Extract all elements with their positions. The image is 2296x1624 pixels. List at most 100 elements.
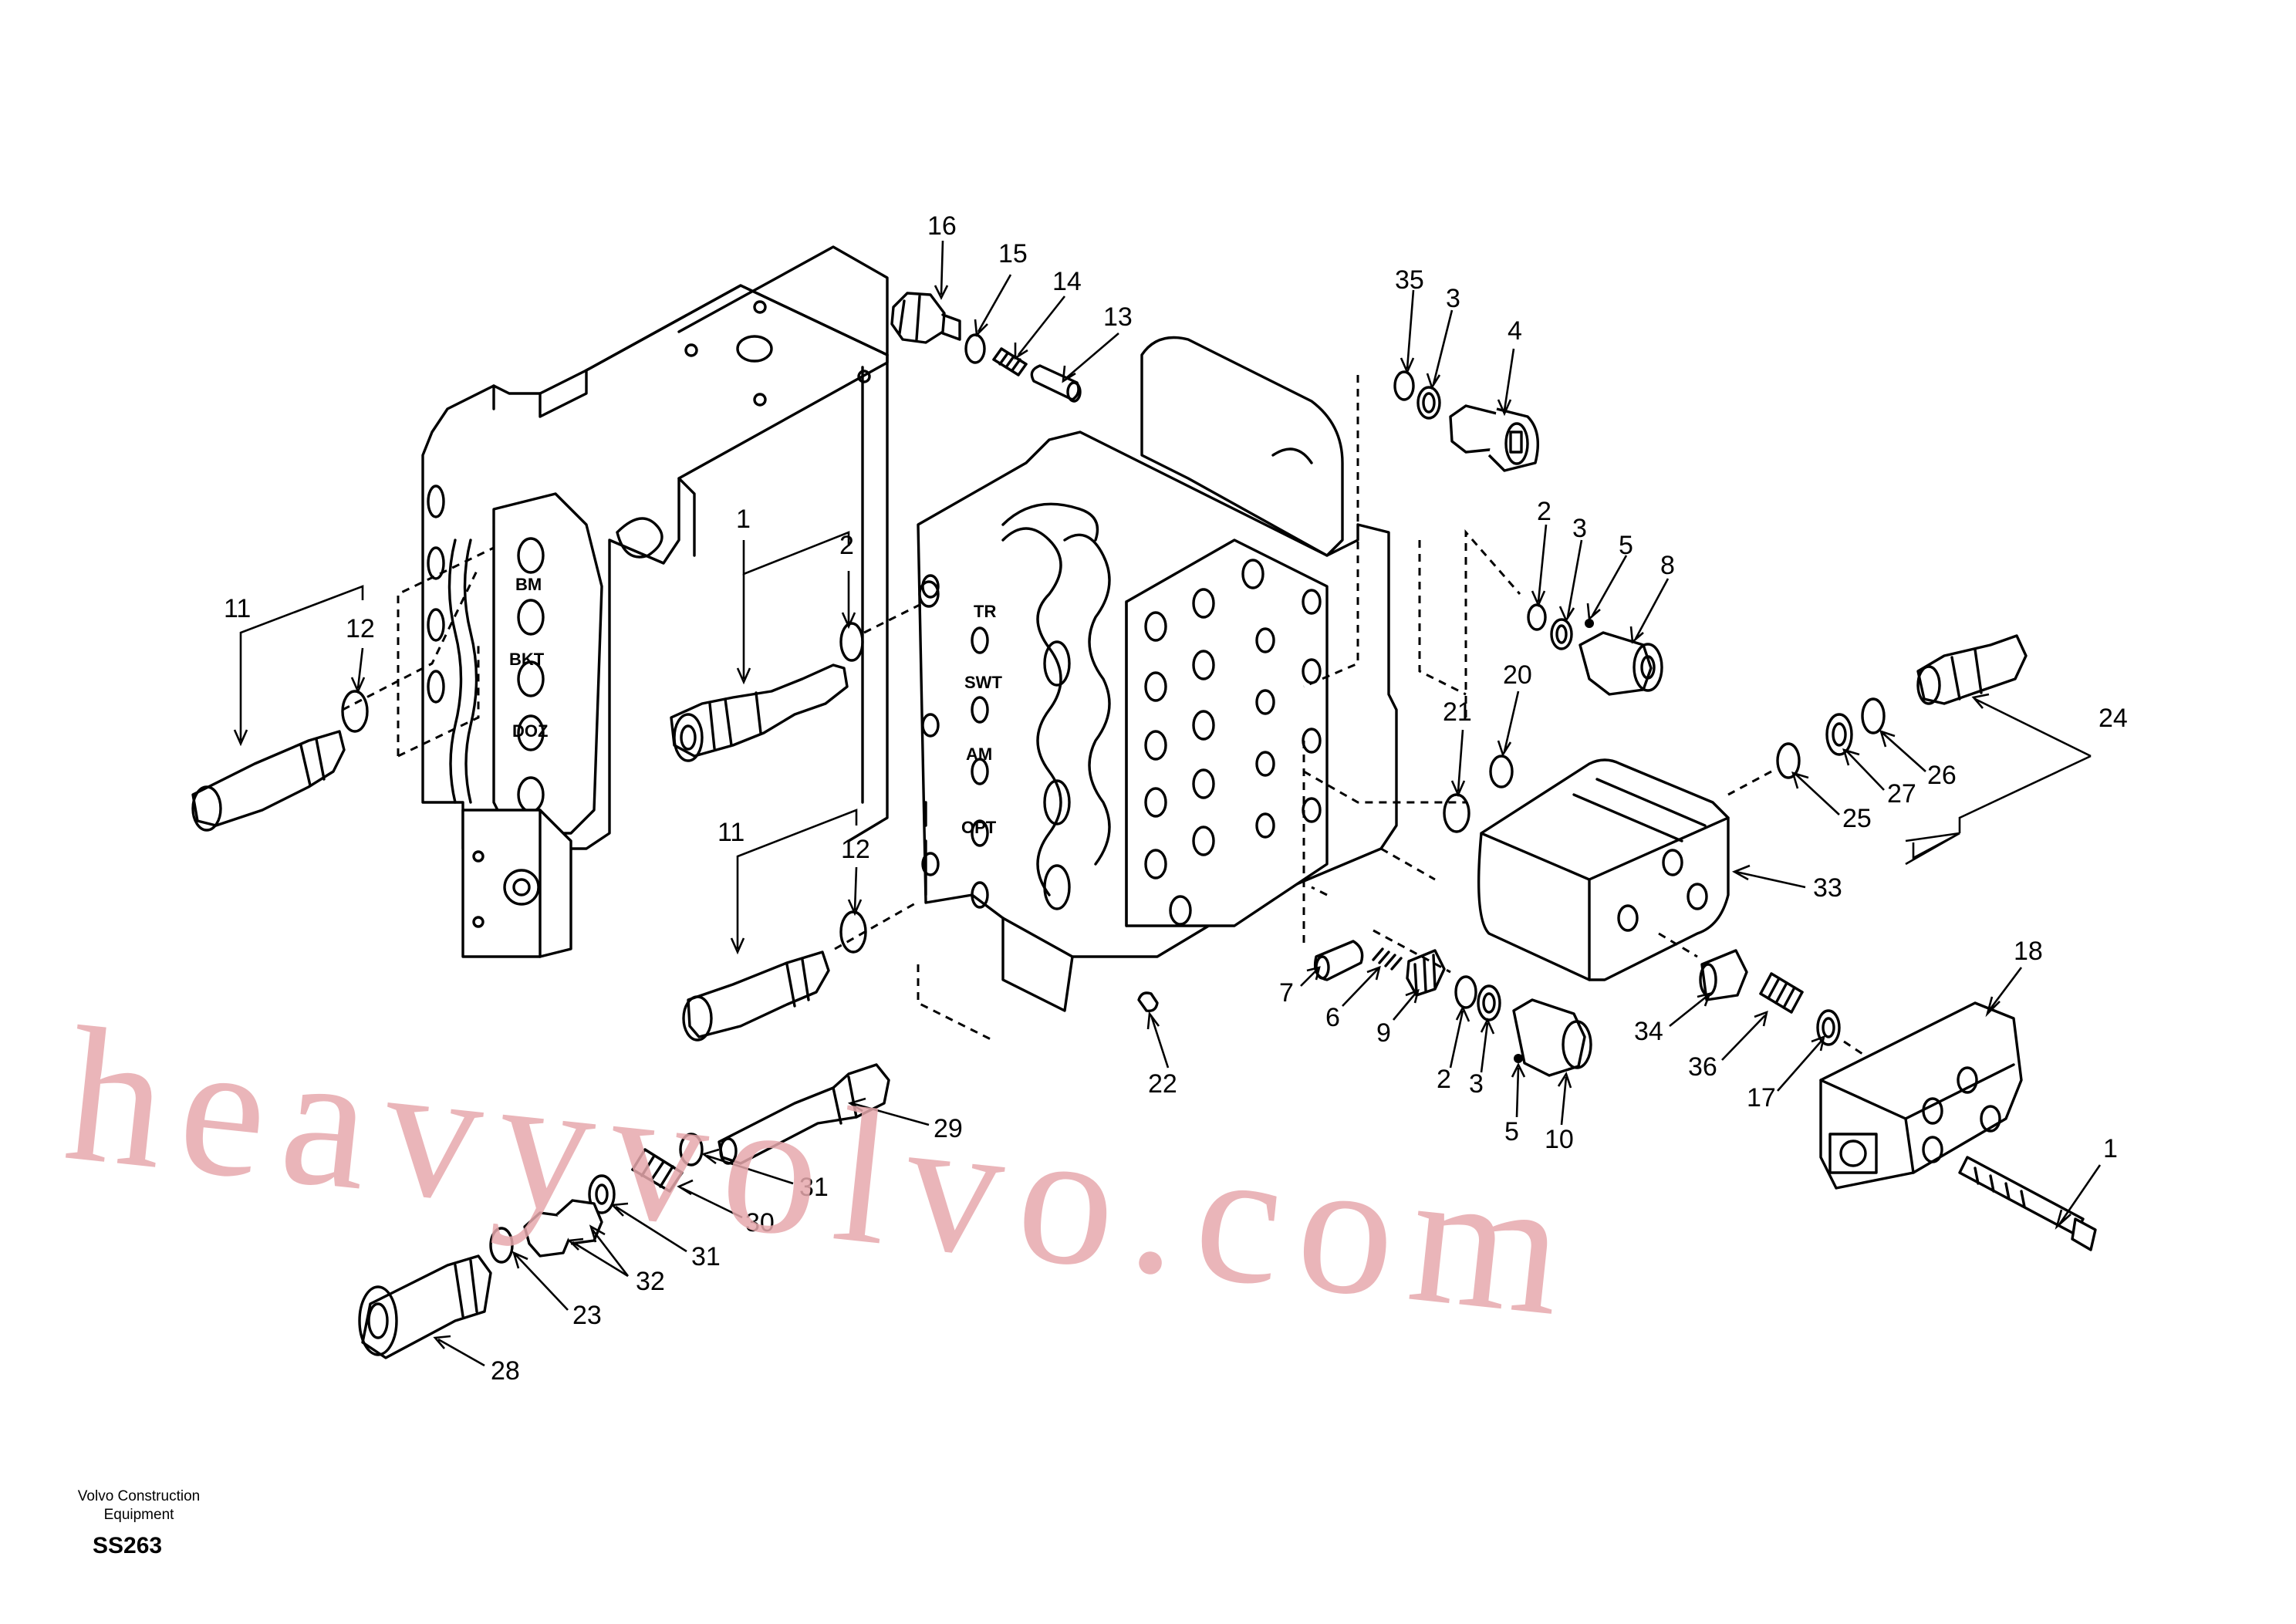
callout-11-center: 11: [718, 818, 745, 847]
central-valve-body: TR SWT AM OPT: [917, 336, 1398, 1012]
part-23-o-ring: [489, 1227, 514, 1264]
part-31-seat-lower: [588, 1174, 616, 1214]
part-9-spring: [1406, 949, 1446, 997]
callout-20: 20: [1503, 660, 1532, 690]
part-6-spring: [1372, 947, 1403, 971]
callout-27: 27: [1887, 779, 1916, 809]
part-26-o-ring: [1861, 697, 1886, 734]
callout-25: 25: [1842, 804, 1872, 833]
callout-17: 17: [1747, 1083, 1776, 1112]
callout-34: 34: [1634, 1017, 1663, 1046]
part-12-o-ring-center: [839, 910, 867, 954]
callout-28: 28: [491, 1356, 520, 1386]
callout-30: 30: [745, 1208, 775, 1237]
leader-lines: [233, 240, 2102, 1367]
part-14-spring: [992, 347, 1028, 376]
part-2-o-ring-top: [1527, 603, 1547, 631]
callout-32: 32: [636, 1267, 665, 1296]
end-block-33: [1477, 758, 1730, 981]
part-11-plug-left: [191, 730, 346, 832]
callout-9: 9: [1376, 1018, 1391, 1048]
part-17-ring: [1816, 1009, 1841, 1046]
left-valve-body: BM BKT DOZ: [421, 245, 889, 958]
callout-labels: 16 15 14 13 35 3 4 2 3 5 8 1 2 11 12 11 …: [224, 211, 2128, 1386]
port-label-bkt: BKT: [509, 650, 545, 669]
end-block-18: [1819, 1001, 2023, 1190]
part-3-backup-ring-mid: [1550, 618, 1573, 650]
part-29-spool: [718, 1063, 890, 1165]
callout-16: 16: [927, 211, 957, 241]
part-21-o-ring: [1443, 793, 1470, 833]
callout-36: 36: [1688, 1052, 1717, 1082]
part-4-relief-valve: [1449, 404, 1540, 472]
port-label-opt: OPT: [961, 818, 997, 837]
part-24-relief-cartridge: [1916, 634, 2028, 705]
publisher-credit: Volvo Construction Equipment: [62, 1487, 216, 1524]
part-12-o-ring-left: [341, 690, 369, 733]
callout-5-mid: 5: [1619, 531, 1633, 560]
callout-15: 15: [998, 239, 1028, 268]
callout-5-bottom: 5: [1504, 1117, 1519, 1146]
callout-14: 14: [1052, 267, 1082, 296]
callout-1-bolt: 1: [2103, 1134, 2118, 1163]
part-34-plunger: [1699, 949, 1748, 1001]
part-32-nut: [523, 1199, 603, 1258]
part-28-cap: [358, 1254, 492, 1359]
callout-1-top: 1: [736, 505, 751, 534]
part-10-check-valve: [1512, 998, 1592, 1077]
part-35-o-ring: [1393, 370, 1415, 401]
part-5-ball-bottom: [1514, 1054, 1523, 1063]
callout-3-top: 3: [1446, 284, 1460, 313]
part-8-check-valve: [1578, 631, 1663, 696]
part-16-plug: [890, 292, 961, 344]
port-label-am: AM: [966, 744, 992, 764]
part-31-seat-upper: [679, 1133, 704, 1167]
central-face-holes: [1144, 559, 1322, 926]
callout-6: 6: [1325, 1003, 1340, 1032]
part-1-bolt: [1958, 1156, 2097, 1251]
part-3-backup-ring-top: [1416, 386, 1441, 420]
callout-29: 29: [934, 1114, 963, 1143]
part-13-piston: [1030, 364, 1082, 403]
callout-18: 18: [2014, 937, 2043, 966]
part-3-backup-ring-bottom: [1477, 984, 1501, 1021]
callout-7: 7: [1279, 978, 1294, 1008]
part-7-plunger: [1313, 940, 1364, 981]
callout-23: 23: [572, 1301, 602, 1330]
callout-31-lower: 31: [691, 1242, 721, 1271]
callout-12-left: 12: [346, 614, 375, 643]
part-11-plug-center: [682, 950, 830, 1042]
credit-line-1: Volvo Construction: [77, 1488, 201, 1504]
callout-2-mid: 2: [1537, 497, 1551, 526]
callout-2-spool: 2: [839, 531, 854, 560]
part-2-o-ring-spool: [839, 622, 864, 662]
callout-10: 10: [1545, 1125, 1574, 1154]
callout-22: 22: [1148, 1069, 1177, 1099]
callout-8: 8: [1660, 551, 1675, 580]
part-15-o-ring: [964, 333, 986, 364]
callout-12-center: 12: [841, 835, 870, 864]
part-36-spring: [1759, 972, 1804, 1014]
callout-2-bottom: 2: [1437, 1065, 1451, 1094]
part-1-spool-top: [670, 663, 849, 762]
callout-26: 26: [1927, 761, 1957, 790]
callout-4: 4: [1508, 316, 1522, 346]
callout-11-left: 11: [224, 594, 251, 623]
callout-24: 24: [2098, 704, 2128, 733]
watermark-text: heavyvolvo.com: [57, 987, 1589, 1358]
part-5-ball-top: [1585, 619, 1594, 628]
callout-3-bottom: 3: [1469, 1069, 1484, 1099]
port-label-doz: DOZ: [512, 721, 548, 741]
port-label-tr: TR: [974, 602, 996, 621]
diagram-code: SS263: [93, 1533, 163, 1558]
callout-3-mid: 3: [1572, 514, 1587, 543]
callout-21: 21: [1443, 697, 1472, 727]
part-25-o-ring: [1776, 742, 1801, 779]
part-22-plug: [1137, 991, 1159, 1012]
callout-33: 33: [1813, 873, 1842, 903]
assembly-lines: [342, 375, 1868, 1058]
part-2-o-ring-bottom: [1454, 975, 1477, 1009]
callout-13: 13: [1103, 302, 1133, 332]
